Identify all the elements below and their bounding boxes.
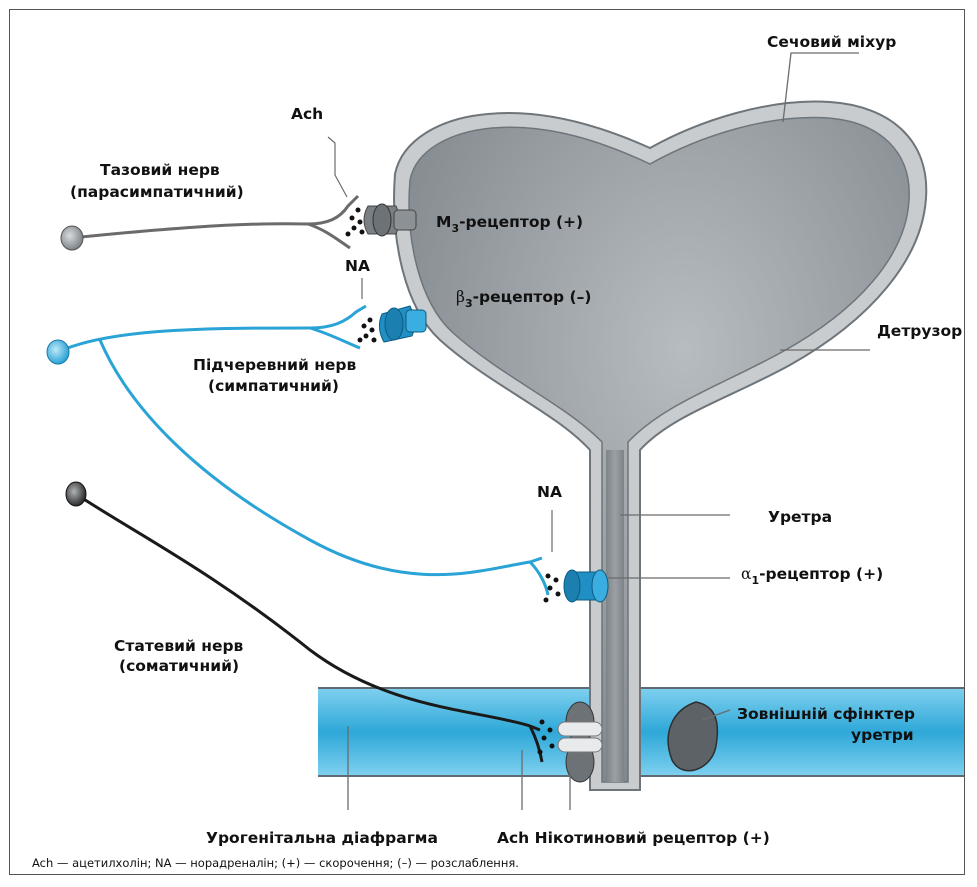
bladder <box>394 102 926 790</box>
label-urethra: Уретра <box>768 508 832 526</box>
label-pudendal-2: (соматичний) <box>119 657 239 675</box>
label-m3-sub: 3 <box>451 222 459 235</box>
label-pelvic-nerve-2: (парасимпатичний) <box>70 183 244 201</box>
label-alpha-suffix: -рецептор (+) <box>759 565 883 583</box>
legend-caption: Ach — ацетилхолін; NA — норадреналін; (+… <box>32 856 519 870</box>
label-m3-suffix: -рецептор (+) <box>459 213 583 231</box>
bladder-innervation-diagram: Сечовий міхур Ach Тазовий нерв (парасимп… <box>10 10 965 875</box>
label-beta-sub: 3 <box>465 297 473 310</box>
label-nicotinic: Ach Нікотиновий рецептор (+) <box>497 829 770 847</box>
label-sphincter-2: уретри <box>851 726 914 744</box>
label-detrusor: Детрузор <box>877 322 962 340</box>
label-m3-prefix: М <box>436 213 451 231</box>
label-na-top: NA <box>345 257 370 275</box>
label-hypogastric-2: (симпатичний) <box>208 377 339 395</box>
label-ach-top: Ach <box>291 105 323 123</box>
label-alpha-symbol: α <box>741 565 752 583</box>
svg-text:α1-рецептор (+): α1-рецептор (+) <box>741 565 883 587</box>
label-beta-suffix: -рецептор (–) <box>473 288 592 306</box>
label-bladder: Сечовий міхур <box>767 33 896 51</box>
label-na-mid: NA <box>537 483 562 501</box>
diagram-frame: Сечовий міхур Ach Тазовий нерв (парасимп… <box>9 9 965 875</box>
label-sphincter-1: Зовнішній сфінктер <box>737 705 915 723</box>
label-alpha1-receptor: α1-рецептор (+) <box>741 565 883 587</box>
label-alpha-sub: 1 <box>751 574 759 587</box>
beta3-receptor <box>379 306 426 342</box>
label-hypogastric-1: Підчеревний нерв <box>193 356 357 374</box>
label-beta-symbol: β <box>456 288 465 306</box>
label-pudendal-1: Статевий нерв <box>114 637 244 655</box>
label-pelvic-nerve-1: Тазовий нерв <box>100 161 220 179</box>
alpha1-receptor <box>564 570 608 602</box>
label-diaphragm: Урогенітальна діафрагма <box>206 829 438 847</box>
